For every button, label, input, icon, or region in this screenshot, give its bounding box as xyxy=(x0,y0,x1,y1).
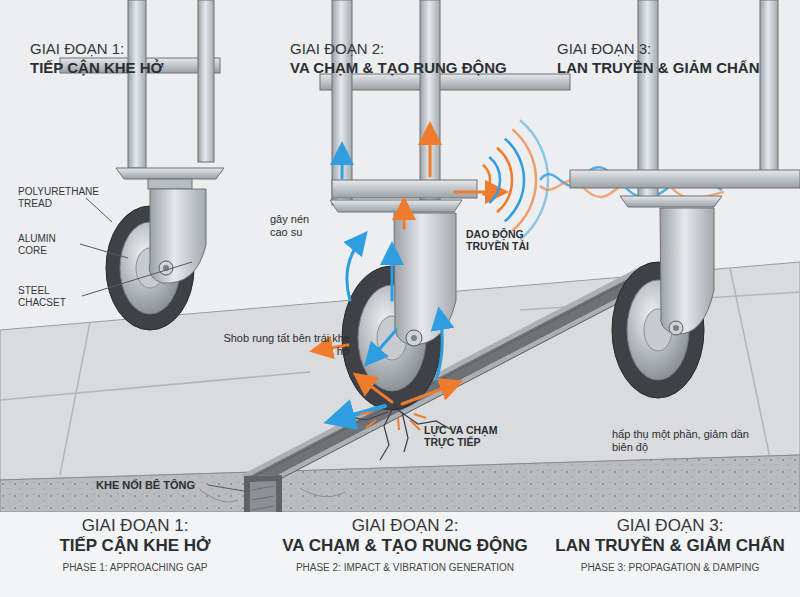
vibration-arrow xyxy=(391,250,394,300)
vibration-arrow xyxy=(403,205,406,228)
impact-crack xyxy=(380,410,392,460)
callout-note: LỰC VA CHẠM TRỰC TIẾP xyxy=(424,424,524,448)
caster-wheel xyxy=(330,200,462,410)
cart-frame xyxy=(128,0,146,168)
vibration-wave xyxy=(497,148,512,212)
caster-wheel xyxy=(330,200,462,212)
caster-wheel xyxy=(612,196,722,398)
phase-caption: GIAI ĐOẠN 2: xyxy=(272,516,538,536)
caster-wheel xyxy=(660,208,714,334)
leader-line xyxy=(80,244,128,258)
cart-frame xyxy=(60,0,220,168)
caster-wheel xyxy=(148,179,192,189)
caster-wheel xyxy=(116,168,224,179)
leader-line xyxy=(208,485,250,492)
caster-wheel xyxy=(673,325,679,331)
vibration-arrow xyxy=(318,130,500,420)
vibration-wave xyxy=(512,129,536,230)
phase-heading: LAN TRUYỀN & GIẢM CHẤN xyxy=(557,59,797,76)
vibration-arrow xyxy=(455,191,500,194)
vibration-wave xyxy=(489,157,500,203)
part-name: POLYURETHANE TREAD xyxy=(18,186,98,209)
caster-wheel xyxy=(149,189,206,283)
cart-frame xyxy=(320,74,570,90)
caster-wheel xyxy=(411,335,417,341)
phase-caption: VA CHẠM & TẠO RUNG ĐỘNG xyxy=(272,536,538,556)
joint-label: KHE NỐI BÊ TÔNG xyxy=(96,479,216,492)
concrete-floor xyxy=(60,322,90,475)
phase-caption: PHASE 3: PROPAGATION & DAMPING xyxy=(540,562,800,574)
phase-caption: PHASE 2: IMPACT & VIBRATION GENERATION xyxy=(272,562,538,574)
cart-frame xyxy=(638,0,658,198)
callout-note: gây nén cao su xyxy=(270,213,328,238)
leader-line xyxy=(80,198,250,492)
caption-band xyxy=(0,512,800,597)
vibration-arrow xyxy=(360,378,392,402)
caster-wheel xyxy=(106,168,224,330)
expansion-joint xyxy=(248,268,676,476)
vibration-arrow xyxy=(436,315,442,380)
phase-caption: GIAI ĐOẠN 1: xyxy=(5,516,265,536)
leader-line xyxy=(86,198,112,222)
cart-frame xyxy=(570,0,800,198)
caster-wheel xyxy=(394,213,456,345)
phase-caption: GIAI ĐOẠN 3: xyxy=(540,516,800,536)
leader-line xyxy=(82,262,192,296)
vibration-arrow xyxy=(402,384,455,404)
part-name: ALUMIN CORE xyxy=(18,233,80,256)
impact-crack xyxy=(402,412,408,452)
phase-heading: GIAI ĐOẠN 1: xyxy=(30,40,270,57)
phase-heading: GIAI ĐOẠN 3: xyxy=(557,40,797,57)
vibration-arrow xyxy=(347,238,362,300)
vibration-wave xyxy=(520,120,548,240)
caster-wheel xyxy=(406,330,422,346)
caster-wheel xyxy=(669,321,683,335)
caster-wheel xyxy=(620,196,722,207)
phase-caption: LAN TRUYỀN & GIẢM CHẤN xyxy=(540,536,800,556)
vibration-wave xyxy=(505,139,524,222)
cart-frame xyxy=(320,0,570,205)
impact-spark xyxy=(360,412,426,430)
part-name: STEEL CHACSET xyxy=(18,285,82,308)
phase-heading: GIAI ĐOẠN 2: xyxy=(290,40,540,57)
phase-heading: VA CHẠM & TẠO RUNG ĐỘNG xyxy=(290,59,550,76)
callout-note: hấp thụ một phần, giảm dần biên độ xyxy=(612,428,772,453)
phase-heading: TIẾP CẬN KHE HỞ xyxy=(30,59,270,76)
callout-note: Shob rung tất bên trái khe hở xyxy=(222,332,350,357)
caption-band xyxy=(0,512,800,597)
vibration-arrow xyxy=(429,130,432,176)
vibration-arrow xyxy=(370,330,396,360)
phase-caption: PHASE 1: APPROACHING GAP xyxy=(5,562,265,574)
phase-caption: TIẾP CẬN KHE HỞ xyxy=(5,536,265,556)
expansion-joint xyxy=(244,475,282,512)
vibration-wave xyxy=(483,165,490,196)
cart-frame xyxy=(198,0,214,162)
cart-frame xyxy=(420,0,440,200)
cart-frame xyxy=(760,0,778,172)
cart-frame xyxy=(570,170,800,188)
impact-spark xyxy=(360,412,426,430)
cart-frame xyxy=(332,0,352,205)
expansion-joint xyxy=(250,481,276,512)
concrete-floor xyxy=(0,455,800,512)
callout-note: DAO ĐỘNG TRUYỀN TẢI xyxy=(466,228,558,252)
expansion-joint xyxy=(252,486,274,510)
vibration-arrow xyxy=(341,150,344,178)
expansion-joint xyxy=(200,488,345,502)
concrete-floor xyxy=(0,372,310,400)
cart-frame xyxy=(332,180,477,198)
